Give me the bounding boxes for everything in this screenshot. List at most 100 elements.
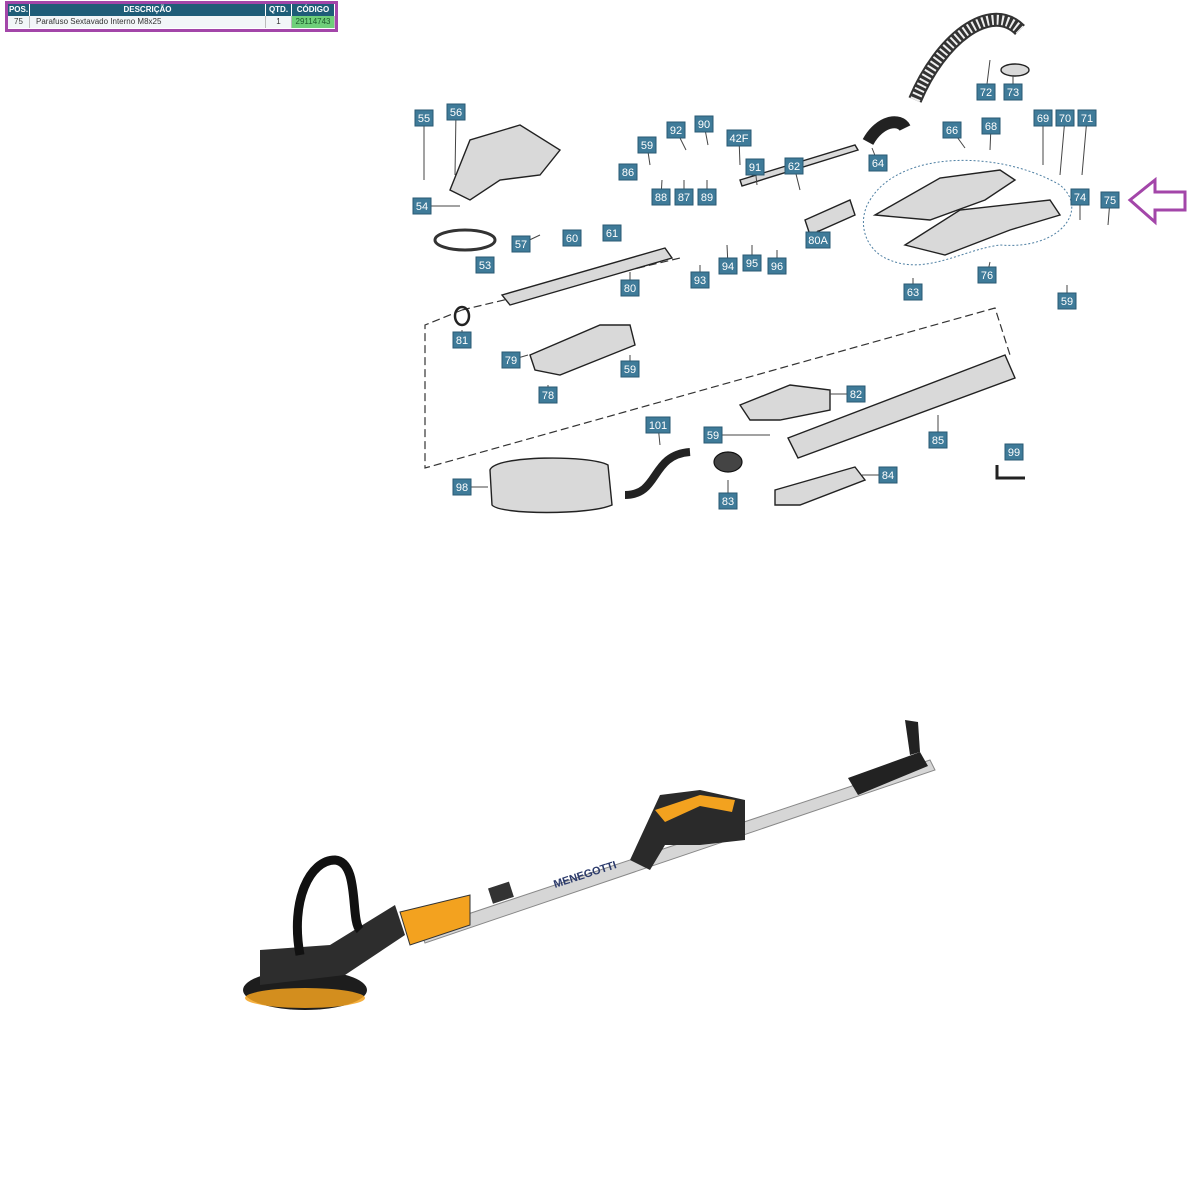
- callout-tag-label: 101: [649, 420, 667, 432]
- tube-85-part: [787, 354, 1016, 459]
- callout-tag-59[interactable]: 59: [637, 136, 657, 154]
- callout-tag-label: 81: [456, 335, 468, 347]
- cell-qty: 1: [266, 16, 292, 28]
- power-cable-part: [433, 228, 497, 252]
- housing-56-part: [449, 124, 562, 201]
- callout-tag-78[interactable]: 78: [538, 386, 558, 404]
- callout-tag-99[interactable]: 99: [1004, 443, 1024, 461]
- callout-tag-81[interactable]: 81: [452, 331, 472, 349]
- callout-tag-label: 66: [946, 125, 958, 137]
- callout-tag-57[interactable]: 57: [511, 235, 531, 253]
- parts-table: POS. DESCRIÇÃO QTD. CÓDIGO 75 Parafuso S…: [5, 1, 338, 32]
- callout-tag-89[interactable]: 89: [697, 188, 717, 206]
- callout-tag-84[interactable]: 84: [878, 466, 898, 484]
- front-collar: [399, 894, 471, 946]
- callout-tag-90[interactable]: 90: [694, 115, 714, 133]
- callout-tag-label: 59: [641, 140, 653, 152]
- assembly-line-lower: [424, 307, 1011, 469]
- callout-tag-label: 55: [418, 113, 430, 125]
- callout-tag-82[interactable]: 82: [846, 385, 866, 403]
- callout-tag-62[interactable]: 62: [784, 157, 804, 175]
- callout-tag-label: 76: [981, 270, 993, 282]
- handle-trim: [655, 795, 735, 822]
- sanding-pad-rim: [245, 988, 365, 1008]
- tube-80-part: [500, 247, 674, 306]
- callout-tag-55[interactable]: 55: [414, 109, 434, 127]
- callout-tag-76[interactable]: 76: [977, 266, 997, 284]
- callout-leader-line: [1081, 117, 1088, 176]
- callout-tag-label: 82: [850, 389, 862, 401]
- callout-tag-63[interactable]: 63: [903, 283, 923, 301]
- callout-tag-label: 59: [707, 430, 719, 442]
- callout-tag-label: 94: [722, 261, 734, 273]
- callout-tag-73[interactable]: 73: [1003, 83, 1023, 101]
- header-description: DESCRIÇÃO: [30, 4, 266, 16]
- callout-tag-74[interactable]: 74: [1070, 188, 1090, 206]
- callout-tag-94[interactable]: 94: [718, 257, 738, 275]
- hose-elbow-part: [862, 116, 911, 146]
- callout-tag-68[interactable]: 68: [981, 117, 1001, 135]
- bracket-80A-part: [804, 199, 856, 236]
- callout-tag-53[interactable]: 53: [475, 256, 495, 274]
- callout-tag-75[interactable]: 75: [1100, 191, 1120, 209]
- callout-tag-101[interactable]: 101: [645, 416, 671, 434]
- callout-tag-86[interactable]: 86: [618, 163, 638, 181]
- callout-tag-label: 74: [1074, 192, 1086, 204]
- callout-tag-95[interactable]: 95: [742, 254, 762, 272]
- hex-key-part: [995, 465, 1025, 480]
- callout-tag-85[interactable]: 85: [928, 431, 948, 449]
- callout-tag-label: 62: [788, 161, 800, 173]
- callout-tag-54[interactable]: 54: [412, 197, 432, 215]
- callout-tag-59[interactable]: 59: [1057, 292, 1077, 310]
- callout-tag-91[interactable]: 91: [745, 158, 765, 176]
- callout-tag-88[interactable]: 88: [651, 188, 671, 206]
- callout-tag-label: 71: [1081, 113, 1093, 125]
- callout-tag-label: 54: [416, 201, 428, 213]
- callout-tag-64[interactable]: 64: [868, 154, 888, 172]
- table-row[interactable]: 75 Parafuso Sextavado Interno M8x25 1 29…: [8, 16, 335, 28]
- callout-tag-59[interactable]: 59: [620, 360, 640, 378]
- callout-tag-label: 53: [479, 260, 491, 272]
- callout-tag-80A[interactable]: 80A: [805, 231, 831, 249]
- callout-tag-label: 68: [985, 121, 997, 133]
- callout-tag-69[interactable]: 69: [1033, 109, 1053, 127]
- callout-tag-70[interactable]: 70: [1055, 109, 1075, 127]
- callout-tag-42F[interactable]: 42F: [726, 129, 752, 147]
- callout-leader-line: [454, 111, 457, 176]
- callout-tag-96[interactable]: 96: [767, 257, 787, 275]
- product-illustration: MENEGOTTI: [243, 720, 936, 1010]
- callout-tag-label: 89: [701, 192, 713, 204]
- callout-tag-87[interactable]: 87: [674, 188, 694, 206]
- callout-tag-label: 96: [771, 261, 783, 273]
- cell-pos: 75: [8, 16, 30, 28]
- callout-tag-label: 92: [670, 125, 682, 137]
- head-hose: [292, 855, 364, 956]
- callout-tag-label: 57: [515, 239, 527, 251]
- callout-tag-60[interactable]: 60: [562, 229, 582, 247]
- cell-description: Parafuso Sextavado Interno M8x25: [30, 16, 266, 28]
- header-qty: QTD.: [266, 4, 292, 16]
- callout-tag-66[interactable]: 66: [942, 121, 962, 139]
- callout-tag-83[interactable]: 83: [718, 492, 738, 510]
- callout-tag-71[interactable]: 71: [1077, 109, 1097, 127]
- rear-grip: [848, 752, 928, 795]
- callout-tag-72[interactable]: 72: [976, 83, 996, 101]
- callout-tag-92[interactable]: 92: [666, 121, 686, 139]
- callout-tag-98[interactable]: 98: [452, 478, 472, 496]
- callout-tag-label: 72: [980, 87, 992, 99]
- coupling-part: [713, 451, 743, 473]
- housing-79-part: [529, 324, 636, 376]
- cell-code[interactable]: 29114743: [292, 16, 335, 28]
- callout-tag-61[interactable]: 61: [602, 224, 622, 242]
- callout-tag-56[interactable]: 56: [446, 103, 466, 121]
- callout-tag-label: 59: [1061, 296, 1073, 308]
- housing-82-part: [738, 384, 831, 421]
- hose-ribs: [910, 14, 1024, 102]
- callout-tag-label: 73: [1007, 87, 1019, 99]
- callout-tag-93[interactable]: 93: [690, 271, 710, 289]
- rear-hook: [905, 720, 920, 755]
- callout-tag-79[interactable]: 79: [501, 351, 521, 369]
- callout-tag-80[interactable]: 80: [620, 279, 640, 297]
- callout-tag-59[interactable]: 59: [703, 426, 723, 444]
- ring-part: [453, 305, 471, 327]
